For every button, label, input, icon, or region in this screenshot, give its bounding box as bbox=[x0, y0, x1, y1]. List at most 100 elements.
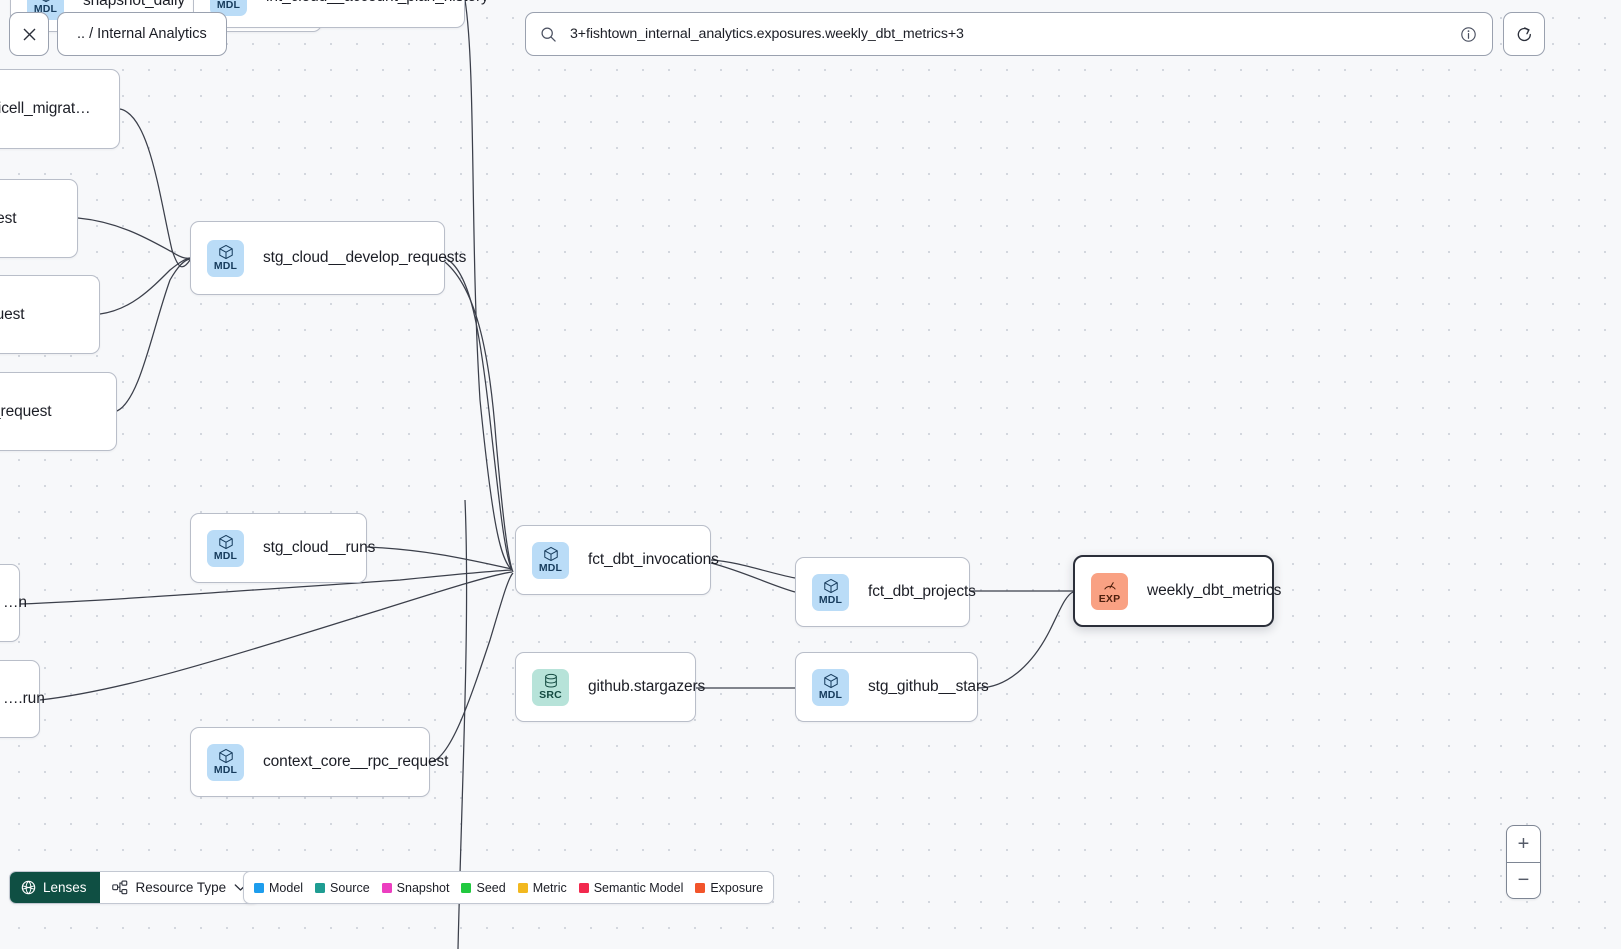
cube-icon bbox=[823, 579, 838, 594]
lenses-button[interactable]: Lenses bbox=[10, 872, 100, 903]
refresh-icon bbox=[1517, 26, 1531, 41]
lineage-edge bbox=[99, 257, 191, 315]
legend-swatch bbox=[315, 882, 326, 893]
node-type-badge: MDL bbox=[210, 0, 247, 16]
legend-label: Source bbox=[330, 880, 370, 895]
legend-item[interactable]: Semantic Model bbox=[578, 880, 684, 895]
info-icon[interactable] bbox=[1460, 26, 1477, 43]
node-label: …velop_request bbox=[0, 305, 25, 323]
graph-node[interactable]: MDLmulticell_migrat… bbox=[0, 69, 120, 149]
legend-item[interactable]: Snapshot bbox=[381, 881, 449, 895]
legend-item[interactable]: Seed bbox=[461, 881, 506, 895]
legend-label: Model bbox=[269, 880, 304, 895]
graph-node[interactable]: MDL stg_github__stars bbox=[795, 652, 989, 722]
node-type-badge-label: MDL bbox=[213, 260, 238, 273]
legend-label: Exposure bbox=[710, 880, 764, 895]
lineage-edge bbox=[77, 217, 191, 259]
search-input[interactable] bbox=[568, 25, 1449, 43]
legend-item[interactable]: Metric bbox=[517, 880, 567, 895]
node-type-badge-label: MDL bbox=[213, 550, 238, 563]
legend-swatch bbox=[381, 882, 392, 893]
refresh-button[interactable] bbox=[1503, 12, 1545, 56]
exposure-chart-icon bbox=[1103, 582, 1116, 590]
node-type-badge-label: MDL bbox=[33, 3, 58, 16]
node-type-badge-label: MDL bbox=[216, 0, 241, 12]
node-label: snapshot_daily bbox=[83, 0, 186, 9]
node-type-badge-label: MDL bbox=[538, 562, 563, 575]
node-type-badge-label: MDL bbox=[818, 689, 843, 702]
zoom-in-button[interactable]: + bbox=[1507, 826, 1540, 862]
resource-type-filter-button[interactable]: Resource Type bbox=[99, 872, 259, 903]
lineage-search-bar[interactable] bbox=[525, 12, 1493, 56]
graph-node[interactable]: MDL….run bbox=[0, 660, 45, 738]
node-type-badge: MDL bbox=[207, 529, 244, 567]
node-type-badge: SRC bbox=[532, 668, 569, 706]
graph-node[interactable]: MDL…develop_request bbox=[0, 372, 117, 451]
node-type-badge: MDL bbox=[812, 668, 849, 706]
node-label: multicell_migrat… bbox=[0, 100, 91, 117]
cube-icon bbox=[543, 547, 558, 562]
node-label: github.stargazers bbox=[588, 678, 706, 695]
graph-node[interactable]: MDL stg_cloud__runs bbox=[190, 513, 375, 583]
node-type-badge-label: SRC bbox=[539, 689, 562, 702]
graph-node[interactable]: MDL…velop_request bbox=[0, 275, 100, 354]
cube-icon bbox=[218, 749, 233, 764]
lineage-edge bbox=[710, 562, 796, 593]
graph-node[interactable]: EXP weekly_dbt_metrics bbox=[1073, 555, 1281, 627]
legend-label: Metric bbox=[532, 880, 567, 895]
legend-swatch bbox=[695, 882, 706, 893]
resource-type-label: Resource Type bbox=[135, 880, 227, 895]
graph-node[interactable]: MDL…p_request bbox=[0, 179, 78, 258]
node-type-badge: MDL bbox=[207, 743, 244, 781]
graph-node[interactable]: MDL…n bbox=[0, 564, 27, 642]
lens-icon bbox=[21, 880, 36, 895]
resource-type-icon bbox=[111, 880, 127, 895]
node-type-badge: MDL bbox=[812, 573, 849, 611]
lineage-edge bbox=[366, 546, 513, 570]
node-label: ….run bbox=[3, 690, 45, 707]
cube-icon bbox=[41, 0, 50, 3]
legend-swatch bbox=[461, 882, 472, 893]
node-label: int_cloud__account_plan_history bbox=[266, 0, 489, 6]
search-icon bbox=[541, 26, 556, 42]
legend-item[interactable]: Model bbox=[254, 881, 303, 895]
node-label: stg_github__stars bbox=[868, 678, 989, 695]
breadcrumb[interactable]: .. / Internal Analytics bbox=[57, 12, 227, 56]
legend-item[interactable]: Source bbox=[315, 881, 370, 895]
graph-node[interactable]: MDL int_cloud__account_plan_history bbox=[193, 0, 489, 28]
bottom-toolbar: Lenses Resource Type bbox=[9, 871, 260, 904]
legend-item[interactable]: Exposure bbox=[695, 881, 763, 895]
node-label: weekly_dbt_metrics bbox=[1147, 582, 1282, 599]
close-icon bbox=[23, 28, 35, 40]
cube-icon bbox=[218, 245, 233, 260]
legend-label: Semantic Model bbox=[593, 880, 684, 895]
node-type-badge: MDL bbox=[532, 541, 569, 579]
lenses-label: Lenses bbox=[43, 880, 87, 895]
minus-icon: − bbox=[1517, 869, 1530, 891]
graph-node[interactable]: SRC github.stargazers bbox=[515, 652, 705, 722]
legend-swatch bbox=[517, 882, 528, 893]
node-label: …p_request bbox=[0, 209, 17, 227]
close-panel-button[interactable] bbox=[9, 12, 49, 56]
node-label: …develop_request bbox=[0, 402, 52, 420]
cube-icon bbox=[823, 674, 838, 689]
resource-type-legend: Model Source Snapshot Seed Metric Semantic Mo… bbox=[243, 871, 775, 904]
lineage-edge bbox=[444, 261, 514, 573]
zoom-out-button[interactable]: − bbox=[1507, 862, 1540, 898]
cube-icon bbox=[218, 535, 233, 550]
database-icon bbox=[544, 674, 557, 688]
node-type-badge: EXP bbox=[1091, 572, 1128, 610]
zoom-controls: + − bbox=[1506, 825, 1541, 899]
node-type-badge-label: MDL bbox=[818, 594, 843, 607]
lineage-edge bbox=[977, 591, 1074, 689]
node-label: stg_cloud__runs bbox=[263, 539, 376, 556]
node-type-badge: MDL bbox=[207, 239, 244, 277]
lineage-edge bbox=[39, 571, 513, 701]
lineage-edge bbox=[119, 108, 191, 268]
